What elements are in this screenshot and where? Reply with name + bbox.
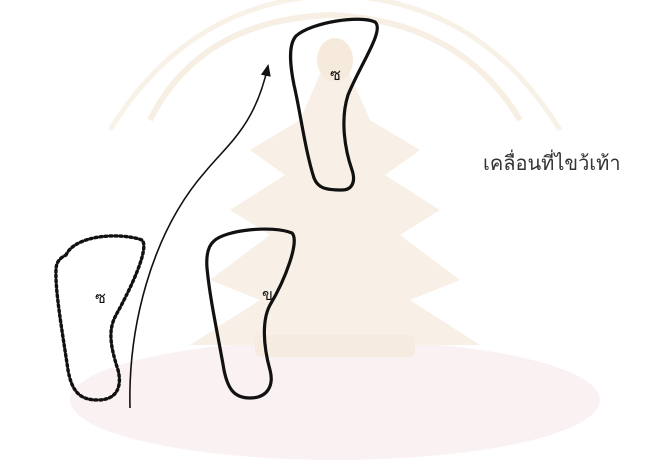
- moved-right-foot-label: ซ: [330, 65, 341, 84]
- left-foot-label: ข: [262, 285, 273, 304]
- diagram-caption: เคลื่อนที่ไขว้เท้า: [483, 147, 621, 179]
- original-right-foot-label: ซ: [95, 288, 106, 307]
